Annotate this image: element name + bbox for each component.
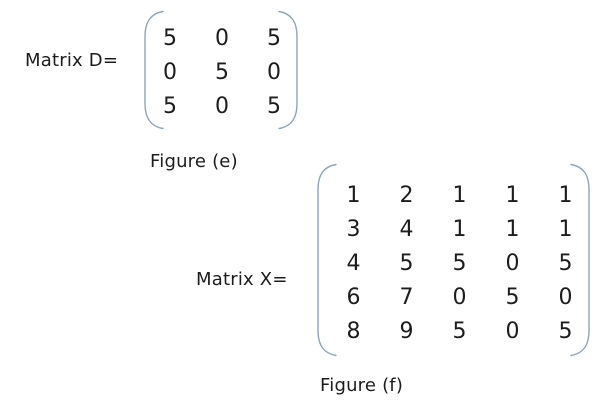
matrix-cell: 5 bbox=[267, 93, 281, 119]
matrix-cell: 1 bbox=[505, 216, 520, 242]
matrix-cell: 2 bbox=[399, 182, 414, 208]
matrix-cell: 5 bbox=[399, 250, 414, 276]
matrix-row: 4 5 5 0 5 bbox=[327, 246, 592, 280]
matrix-cell: 0 bbox=[505, 250, 520, 276]
matrix-cell: 1 bbox=[452, 216, 467, 242]
matrix-cell: 0 bbox=[267, 59, 281, 85]
matrix-cell: 5 bbox=[558, 250, 573, 276]
matrix-cell: 5 bbox=[558, 318, 573, 344]
matrix-x-label: Matrix X= bbox=[196, 269, 288, 290]
matrix-cell: 5 bbox=[505, 284, 520, 310]
matrix-row: 0 5 0 bbox=[144, 55, 300, 89]
matrix-cell: 0 bbox=[215, 93, 229, 119]
matrix-row: 3 4 1 1 1 bbox=[327, 212, 592, 246]
matrix-cell: 5 bbox=[215, 59, 229, 85]
matrix-cell: 6 bbox=[346, 284, 361, 310]
matrix-row: 5 0 5 bbox=[144, 89, 300, 123]
matrix-cell: 8 bbox=[346, 318, 361, 344]
left-parenthesis-icon bbox=[317, 163, 337, 357]
right-parenthesis-icon bbox=[278, 10, 298, 130]
matrix-row: 6 7 0 5 0 bbox=[327, 280, 592, 314]
right-parenthesis-icon bbox=[570, 163, 590, 357]
matrix-cell: 1 bbox=[558, 182, 573, 208]
matrix-d-cells: 5 0 5 0 5 0 5 0 5 bbox=[142, 10, 300, 123]
matrix-cell: 5 bbox=[452, 318, 467, 344]
matrix-cell: 5 bbox=[163, 25, 177, 51]
matrix-cell: 0 bbox=[505, 318, 520, 344]
matrix-cell: 9 bbox=[399, 318, 414, 344]
matrix-cell: 3 bbox=[346, 216, 361, 242]
matrix-cell: 5 bbox=[452, 250, 467, 276]
matrix-d-label: Matrix D= bbox=[25, 50, 119, 71]
matrix-cell: 0 bbox=[215, 25, 229, 51]
left-parenthesis-icon bbox=[144, 10, 164, 130]
figure-e-caption: Figure (e) bbox=[150, 151, 238, 172]
matrix-x: 1 2 1 1 1 3 4 1 1 1 4 5 5 0 5 6 7 0 5 0 8 9 5 0 5 bbox=[315, 163, 592, 357]
matrix-cell: 5 bbox=[267, 25, 281, 51]
figure-f-caption: Figure (f) bbox=[320, 375, 404, 396]
matrix-row: 1 2 1 1 1 bbox=[327, 178, 592, 212]
matrix-cell: 0 bbox=[558, 284, 573, 310]
matrix-cell: 7 bbox=[399, 284, 414, 310]
matrix-cell: 4 bbox=[346, 250, 361, 276]
matrix-cell: 5 bbox=[163, 93, 177, 119]
matrix-row: 5 0 5 bbox=[144, 21, 300, 55]
matrix-d: 5 0 5 0 5 0 5 0 5 bbox=[142, 10, 300, 130]
matrix-cell: 1 bbox=[346, 182, 361, 208]
matrix-x-cells: 1 2 1 1 1 3 4 1 1 1 4 5 5 0 5 6 7 0 5 0 8 9 5 0 5 bbox=[315, 163, 592, 348]
matrix-cell: 0 bbox=[452, 284, 467, 310]
matrix-cell: 4 bbox=[399, 216, 414, 242]
matrix-cell: 1 bbox=[452, 182, 467, 208]
matrix-row: 8 9 5 0 5 bbox=[327, 314, 592, 348]
matrix-cell: 1 bbox=[558, 216, 573, 242]
matrix-cell: 0 bbox=[163, 59, 177, 85]
matrix-cell: 1 bbox=[505, 182, 520, 208]
